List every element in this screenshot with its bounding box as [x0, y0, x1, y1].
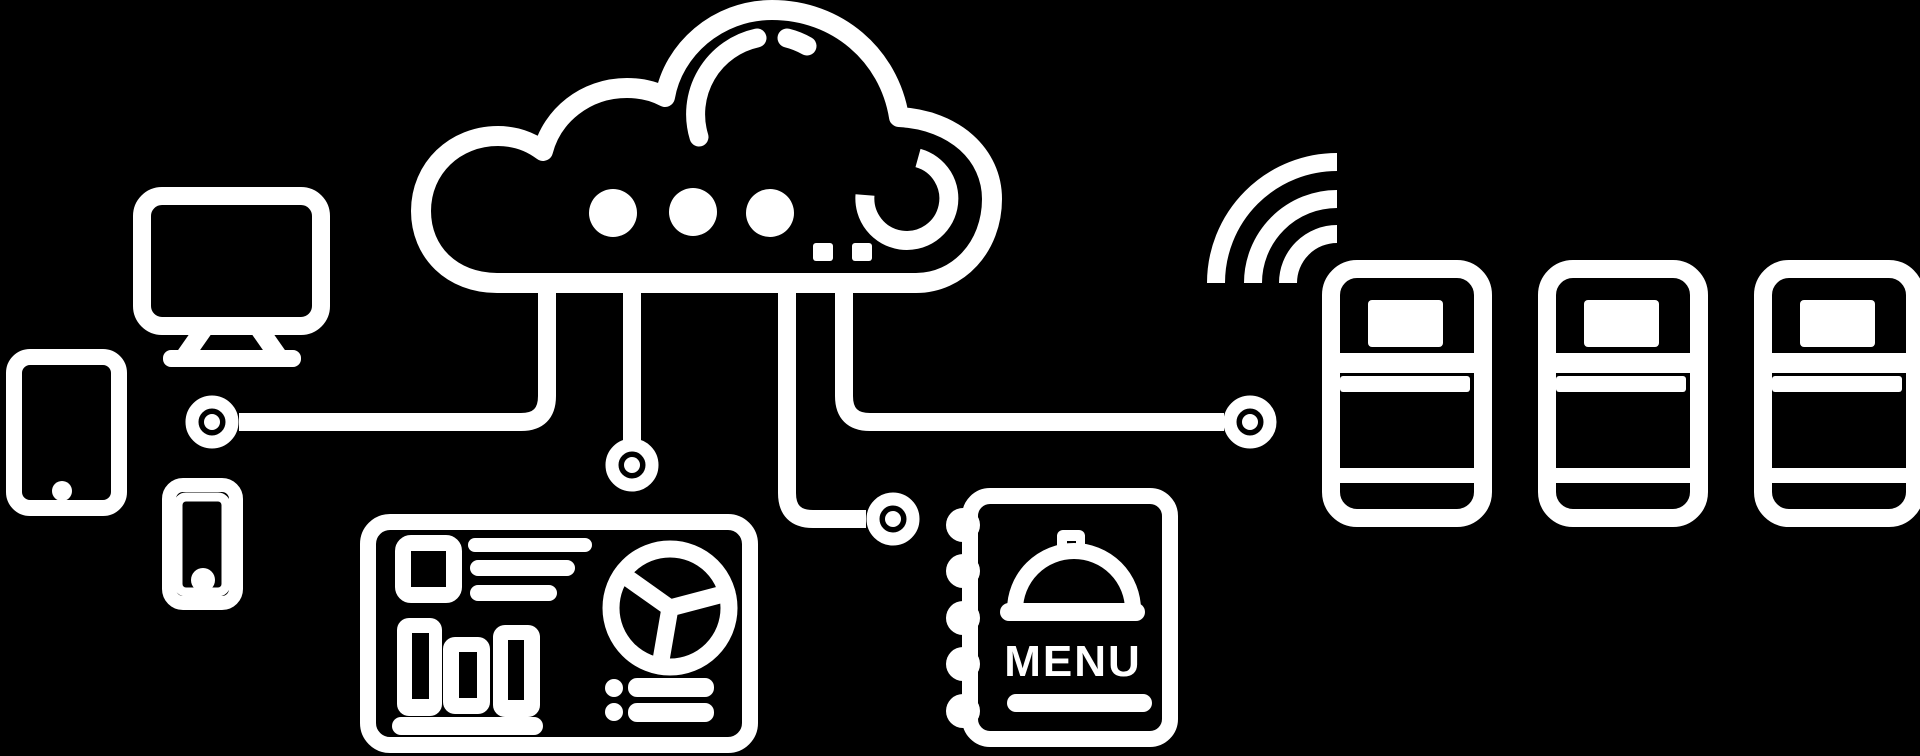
- tablet-home-button: [52, 481, 72, 501]
- connector-lines: [185, 288, 1277, 546]
- smartphone-icon: [162, 478, 243, 610]
- menu-label: MENU: [1004, 637, 1142, 686]
- wifi-arc-inner: [1279, 225, 1338, 284]
- cloud-square-dot: [813, 243, 833, 261]
- node-ring: [866, 492, 920, 546]
- node-ring: [185, 395, 239, 449]
- text-line: [470, 560, 575, 576]
- printer-divider: [1763, 353, 1915, 373]
- connector-to-menu: [778, 288, 866, 528]
- kitchen-printer-icon: [1322, 260, 1492, 527]
- monitor-leg: [176, 333, 212, 353]
- printer-divider: [1547, 353, 1699, 373]
- text-line: [628, 703, 714, 722]
- node-dot: [204, 414, 220, 430]
- cloud-inner-arc-dash: [777, 28, 817, 56]
- cloud-dot: [589, 189, 637, 237]
- printer-paper-slot: [1772, 376, 1902, 392]
- cloud-outline: [411, 0, 1002, 293]
- desktop-monitor-icon: [133, 187, 330, 367]
- bar-chart-baseline: [392, 717, 543, 735]
- text-line: [468, 538, 592, 552]
- wifi-arc-middle: [1244, 190, 1338, 284]
- cloche-icon: [1000, 530, 1145, 621]
- printer-screen: [1368, 300, 1443, 347]
- kitchen-printer-icon: [1754, 260, 1920, 527]
- connector-node: [605, 438, 659, 492]
- printer-divider: [1331, 353, 1483, 373]
- cloud-icon: [411, 0, 1002, 293]
- text-line: [628, 678, 714, 697]
- bar-inner: [459, 652, 477, 698]
- bullet-dot: [605, 679, 623, 697]
- dashboard-avatar-square: [395, 535, 462, 603]
- pie-rim: [602, 540, 738, 676]
- connector-node: [866, 492, 920, 546]
- connector-node: [1223, 395, 1277, 449]
- node-dot: [1242, 414, 1258, 430]
- printer-divider: [1547, 468, 1699, 483]
- pie-chart-icon: [602, 540, 738, 676]
- tablet-icon: [6, 349, 127, 516]
- printer-screen: [1800, 300, 1875, 347]
- monitor-screen: [133, 187, 330, 335]
- printer-divider: [1331, 468, 1483, 483]
- wifi-arc-outer: [1207, 153, 1338, 284]
- printer-screen: [1584, 300, 1659, 347]
- printer-body: [1322, 260, 1492, 527]
- connector-node: [185, 395, 239, 449]
- cloud-square-dot: [852, 243, 872, 261]
- node-dot: [885, 511, 901, 527]
- pie-spokes: [613, 565, 736, 675]
- menu-book-icon: MENU: [946, 488, 1178, 747]
- monitor-leg: [251, 333, 287, 353]
- analytics-dashboard-icon: [360, 514, 758, 753]
- cloud-dot: [746, 189, 794, 237]
- connector-to-printers: [835, 288, 1224, 431]
- text-line: [470, 585, 557, 601]
- bar-chart-icon: [392, 618, 543, 735]
- wifi-signal-icon: [1207, 153, 1338, 284]
- phone-home-button: [191, 568, 215, 592]
- kitchen-printer-icon: [1538, 260, 1708, 527]
- node-ring: [1223, 395, 1277, 449]
- tablet-body: [6, 349, 127, 516]
- connector-to-devices-left: [239, 288, 556, 431]
- phone-body: [162, 478, 243, 610]
- cloud-inner-arc: [686, 28, 767, 147]
- cloud-dot: [669, 188, 717, 236]
- menu-underline: [1007, 694, 1152, 712]
- printer-paper-slot: [1556, 376, 1686, 392]
- printer-divider: [1763, 468, 1915, 483]
- printer-body: [1754, 260, 1920, 527]
- phone-screen: [173, 492, 231, 597]
- node-ring: [605, 438, 659, 492]
- bar-inner: [508, 640, 524, 700]
- dashboard-card: [360, 514, 758, 753]
- printer-paper-slot: [1340, 376, 1470, 392]
- menu-book-cover: [962, 488, 1178, 747]
- bullet-dot: [605, 703, 623, 721]
- node-dot: [624, 457, 640, 473]
- monitor-base: [163, 350, 301, 367]
- cloche-base: [1000, 603, 1145, 621]
- printer-body: [1538, 260, 1708, 527]
- bar-inner: [412, 633, 429, 699]
- cloche-dome: [1007, 543, 1141, 611]
- cloud-curl-arc: [855, 148, 959, 250]
